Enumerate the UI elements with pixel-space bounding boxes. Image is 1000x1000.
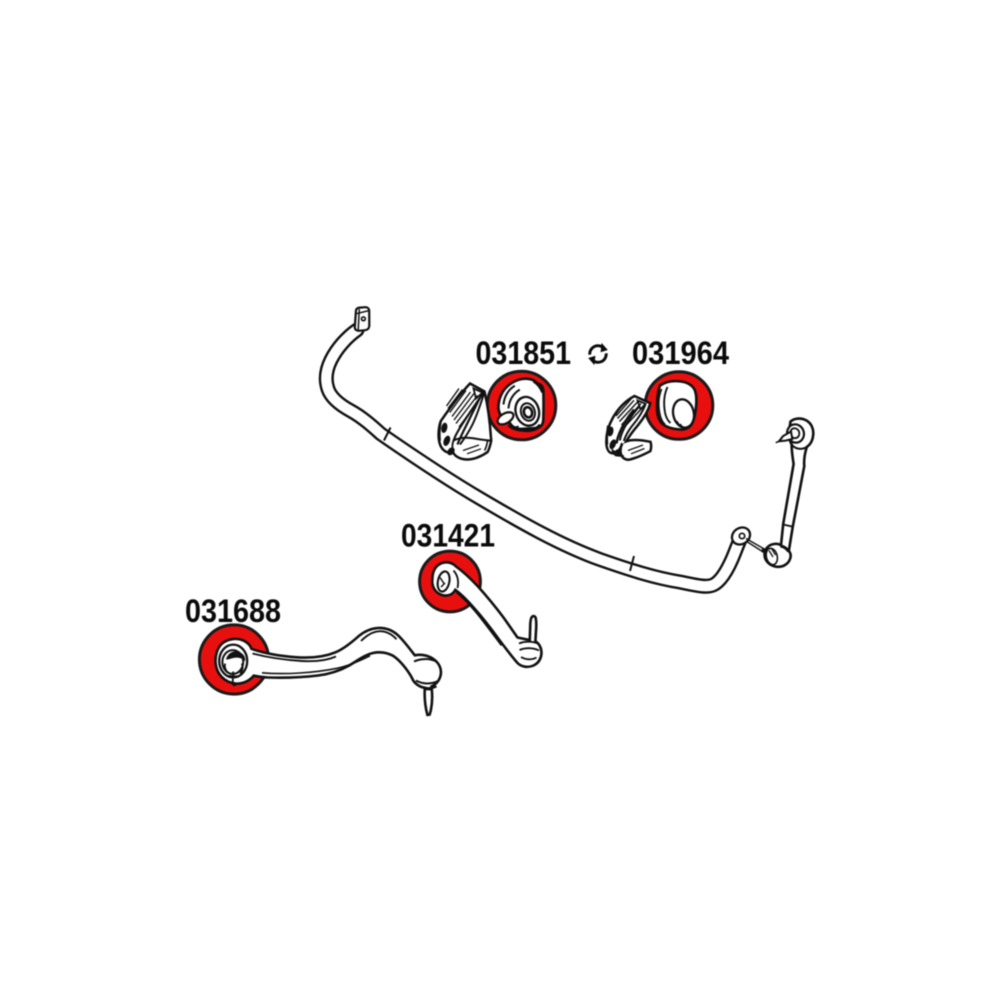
svg-text:031688: 031688 xyxy=(185,593,281,629)
svg-text:031851: 031851 xyxy=(476,335,572,371)
svg-text:031964: 031964 xyxy=(632,335,729,371)
svg-text:031421: 031421 xyxy=(401,517,495,553)
